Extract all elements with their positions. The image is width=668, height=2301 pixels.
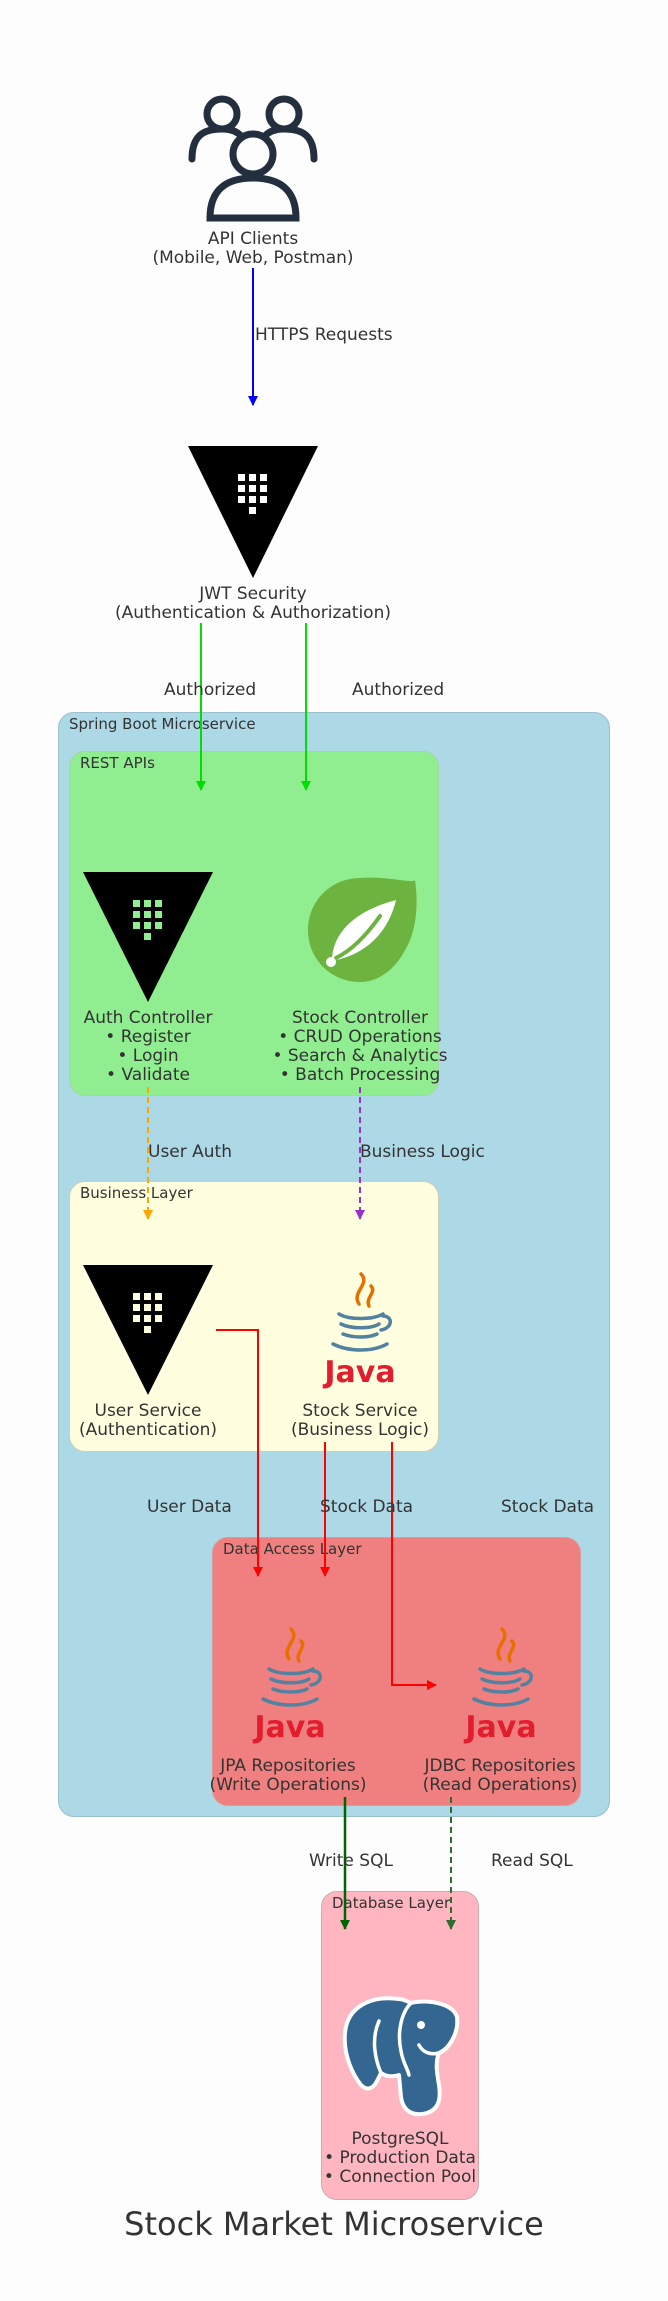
stock-service-java-icon: Java bbox=[322, 1272, 396, 1390]
edge-label-authorized-2: Authorized bbox=[352, 680, 445, 700]
page-title: Stock Market Microservice bbox=[124, 2205, 544, 2243]
edge-label-user-data: User Data bbox=[147, 1497, 232, 1517]
edge-label-stock-data-2: Stock Data bbox=[501, 1497, 595, 1517]
java-wordmark: Java bbox=[252, 1710, 325, 1745]
postgres-label: PostgreSQL • Production Data • Connectio… bbox=[300, 2130, 500, 2187]
jdbc-repo-java-icon: Java bbox=[463, 1627, 537, 1745]
postgres-label-line2: • Production Data bbox=[324, 2148, 476, 2168]
rest-apis-cluster-title: REST APIs bbox=[80, 754, 155, 772]
stock-controller-label-line4: • Batch Processing bbox=[279, 1065, 441, 1085]
jdbc-repo-label: JDBC Repositories (Read Operations) bbox=[400, 1757, 600, 1795]
stock-controller-label-line2: • CRUD Operations bbox=[278, 1027, 442, 1047]
edge-label-read-sql: Read SQL bbox=[491, 1851, 573, 1871]
user-service-label: User Service (Authentication) bbox=[48, 1402, 248, 1440]
jwt-label-line1: JWT Security bbox=[199, 584, 307, 604]
clients-label-line2: (Mobile, Web, Postman) bbox=[152, 248, 354, 268]
postgresql-icon bbox=[342, 1996, 460, 2117]
user-service-label-line1: User Service bbox=[94, 1401, 202, 1421]
edge-label-https: HTTPS Requests bbox=[255, 325, 393, 345]
jdbc-repo-label-line2: (Read Operations) bbox=[422, 1775, 578, 1795]
database-layer-cluster-title: Database Layer bbox=[332, 1894, 451, 1912]
java-wordmark: Java bbox=[463, 1710, 536, 1745]
java-wordmark: Java bbox=[322, 1355, 395, 1390]
stock-controller-label: Stock Controller • CRUD Operations • Sea… bbox=[240, 1009, 480, 1085]
jwt-label-line2: (Authentication & Authorization) bbox=[115, 603, 391, 623]
user-service-label-line2: (Authentication) bbox=[78, 1420, 218, 1440]
edge-user-data bbox=[216, 1329, 263, 1577]
auth-controller-label-line2: • Register bbox=[105, 1027, 191, 1047]
auth-controller-vault-icon bbox=[83, 872, 213, 1002]
jpa-repo-java-icon: Java bbox=[252, 1627, 326, 1745]
edge-label-authorized-1: Authorized bbox=[164, 680, 257, 700]
edge-label-stock-data-1: Stock Data bbox=[320, 1497, 414, 1517]
users-icon bbox=[188, 95, 318, 222]
edge-label-business-logic: Business Logic bbox=[360, 1142, 485, 1162]
auth-controller-label: Auth Controller • Register • Login • Val… bbox=[48, 1009, 248, 1085]
auth-controller-label-line4: • Validate bbox=[106, 1065, 190, 1085]
jpa-repo-label-line1: JPA Repositories bbox=[220, 1756, 356, 1776]
jpa-repo-label: JPA Repositories (Write Operations) bbox=[188, 1757, 388, 1795]
jwt-label: JWT Security (Authentication & Authoriza… bbox=[73, 585, 433, 623]
user-service-vault-icon bbox=[83, 1265, 213, 1395]
stock-controller-label-line1: Stock Controller bbox=[291, 1008, 429, 1028]
auth-controller-label-line3: • Login bbox=[117, 1046, 179, 1066]
microservice-cluster-title: Spring Boot Microservice bbox=[69, 715, 256, 733]
stock-service-label-line1: Stock Service bbox=[302, 1401, 418, 1421]
stock-service-label-line2: (Business Logic) bbox=[290, 1420, 430, 1440]
jwt-vault-icon bbox=[188, 446, 318, 578]
stock-service-label: Stock Service (Business Logic) bbox=[260, 1402, 460, 1440]
postgres-label-line1: PostgreSQL bbox=[351, 2129, 449, 2149]
postgres-label-line3: • Connection Pool bbox=[323, 2167, 477, 2187]
clients-label-line1: API Clients bbox=[207, 229, 299, 249]
jpa-repo-label-line2: (Write Operations) bbox=[209, 1775, 367, 1795]
jdbc-repo-label-line1: JDBC Repositories bbox=[424, 1756, 576, 1776]
clients-label: API Clients (Mobile, Web, Postman) bbox=[103, 230, 403, 268]
edge-label-write-sql: Write SQL bbox=[309, 1851, 393, 1871]
edge-label-user-auth: User Auth bbox=[148, 1142, 232, 1162]
business-layer-cluster-title: Business Layer bbox=[80, 1184, 193, 1202]
stock-controller-label-line3: • Search & Analytics bbox=[272, 1046, 448, 1066]
spring-icon bbox=[308, 877, 417, 982]
auth-controller-label-line1: Auth Controller bbox=[83, 1008, 213, 1028]
edge-stock-data-jdbc bbox=[391, 1442, 437, 1690]
